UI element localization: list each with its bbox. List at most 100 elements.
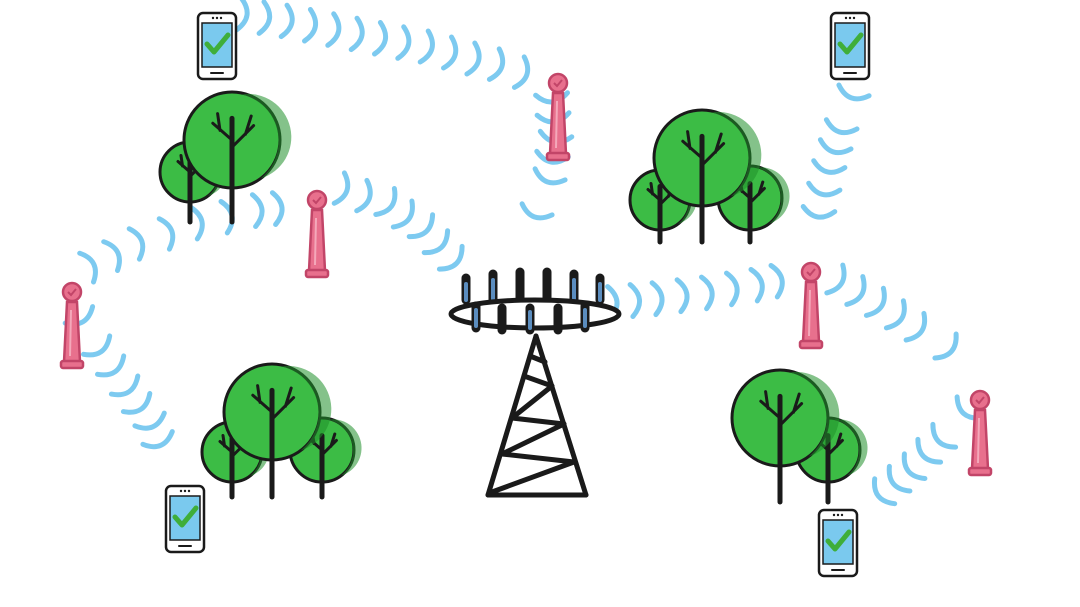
signal-wave-icon [95,353,127,378]
signal-repeater-icon [59,281,85,370]
smartphone-check-icon [829,11,871,81]
cell-tower-icon [448,267,622,498]
phone-speaker-dot [852,16,856,20]
signal-wave-icon [768,263,785,300]
signal-wave-icon [800,204,838,220]
smartphones [164,11,871,578]
signal-wave-icon [883,298,907,331]
signal-wave-icon [486,46,506,82]
repeater-head-mark [806,268,816,277]
repeater-base [304,268,330,279]
signal-wave-icon [836,82,872,102]
signal-wave-icon [674,277,690,315]
repeater-head-mark [975,396,985,405]
signal-wave-icon [699,274,715,312]
signal-wave-icon [441,34,459,71]
signal-wave-icon [406,212,436,240]
repeater-head-mark [312,196,322,205]
signal-wave-icon [132,410,167,431]
tree-shade [328,419,362,476]
phone-speaker-dot [187,489,191,493]
tree [182,90,292,225]
signal-wave-icon [348,15,365,53]
signal-wave-icon [234,0,250,33]
signal-wave-icon [140,429,175,450]
tree-cluster-icon [158,90,292,225]
repeater-base [798,339,824,350]
signal-repeaters [59,72,993,477]
smartphone-check-icon [817,508,859,578]
signal-repeater-icon [967,389,993,477]
tree-branches [307,430,338,457]
tree [222,362,332,500]
tree-cluster-icon [628,108,790,245]
repeater-mast [970,408,990,471]
signal-wave-icon [519,201,555,221]
signal-wave-icon [249,192,265,229]
phone-speaker-dot [836,513,840,517]
repeater-head [61,281,83,303]
tree-branches [735,178,766,205]
phone-speaker-dot [215,16,219,20]
repeater-highlight [555,100,558,149]
signal-wave-icon [390,198,415,230]
signal-wave-icon [81,333,113,358]
repeater-mast [307,208,327,273]
signal-wave-icon [373,186,398,217]
signal-wave-icon [932,331,959,361]
tree-cluster-icon [730,368,868,505]
tree-shade [711,111,762,197]
tower-ring [448,297,622,331]
signal-wave-icon [930,421,959,450]
repeater-head [800,261,822,283]
smartphone-check-icon [164,484,206,554]
phone-speaker-dot [183,489,187,493]
signal-wave-icon [886,463,913,494]
signal-wave-icon [278,2,295,40]
signal-wave-icon [806,180,843,198]
signal-repeater-icon [798,261,824,350]
tree-branches [218,434,247,458]
smartphone-check-icon [196,11,238,81]
signal-wave-icon [77,250,98,285]
signal-wave-icon [101,239,122,273]
repeater-base [967,466,993,477]
signal-wave-icon [256,0,273,36]
repeater-mast [548,91,568,156]
signal-wave-icon [188,205,205,242]
signal-wave-icon [354,177,373,214]
repeater-base [59,359,85,370]
check-icon [837,32,864,55]
tree-shade [756,167,790,224]
tree-cluster-icon [200,362,362,500]
signal-wave-icon [915,436,944,465]
signal-wave-icon [302,7,319,44]
tree [730,368,840,505]
check-icon [825,529,852,552]
tree-branches [646,182,675,206]
phone-speaker-dot [179,489,183,493]
signal-wave-icon [748,267,765,304]
signal-waves [62,0,984,507]
signal-wave-icon [156,216,176,252]
signal-wave-icon [325,11,342,48]
repeater-head [306,189,328,211]
tree [652,108,762,245]
tree-shade [241,93,292,179]
phone-speaker-dot [219,16,223,20]
signal-wave-icon [511,54,531,90]
signal-wave-icon [532,166,568,186]
tree-shade [834,419,868,476]
repeater-mast [62,300,82,364]
tower-antenna-front-highlight [474,308,587,330]
repeater-base [545,151,571,162]
signal-wave-icon [436,243,465,272]
signal-wave-icon [811,158,848,175]
phone-speaker-dot [832,513,836,517]
tower-antenna-back-highlight [464,278,602,302]
signal-wave-icon [108,373,141,398]
signal-wave-icon [331,170,351,206]
signal-wave-icon [372,20,389,57]
tree-clusters [158,90,868,505]
